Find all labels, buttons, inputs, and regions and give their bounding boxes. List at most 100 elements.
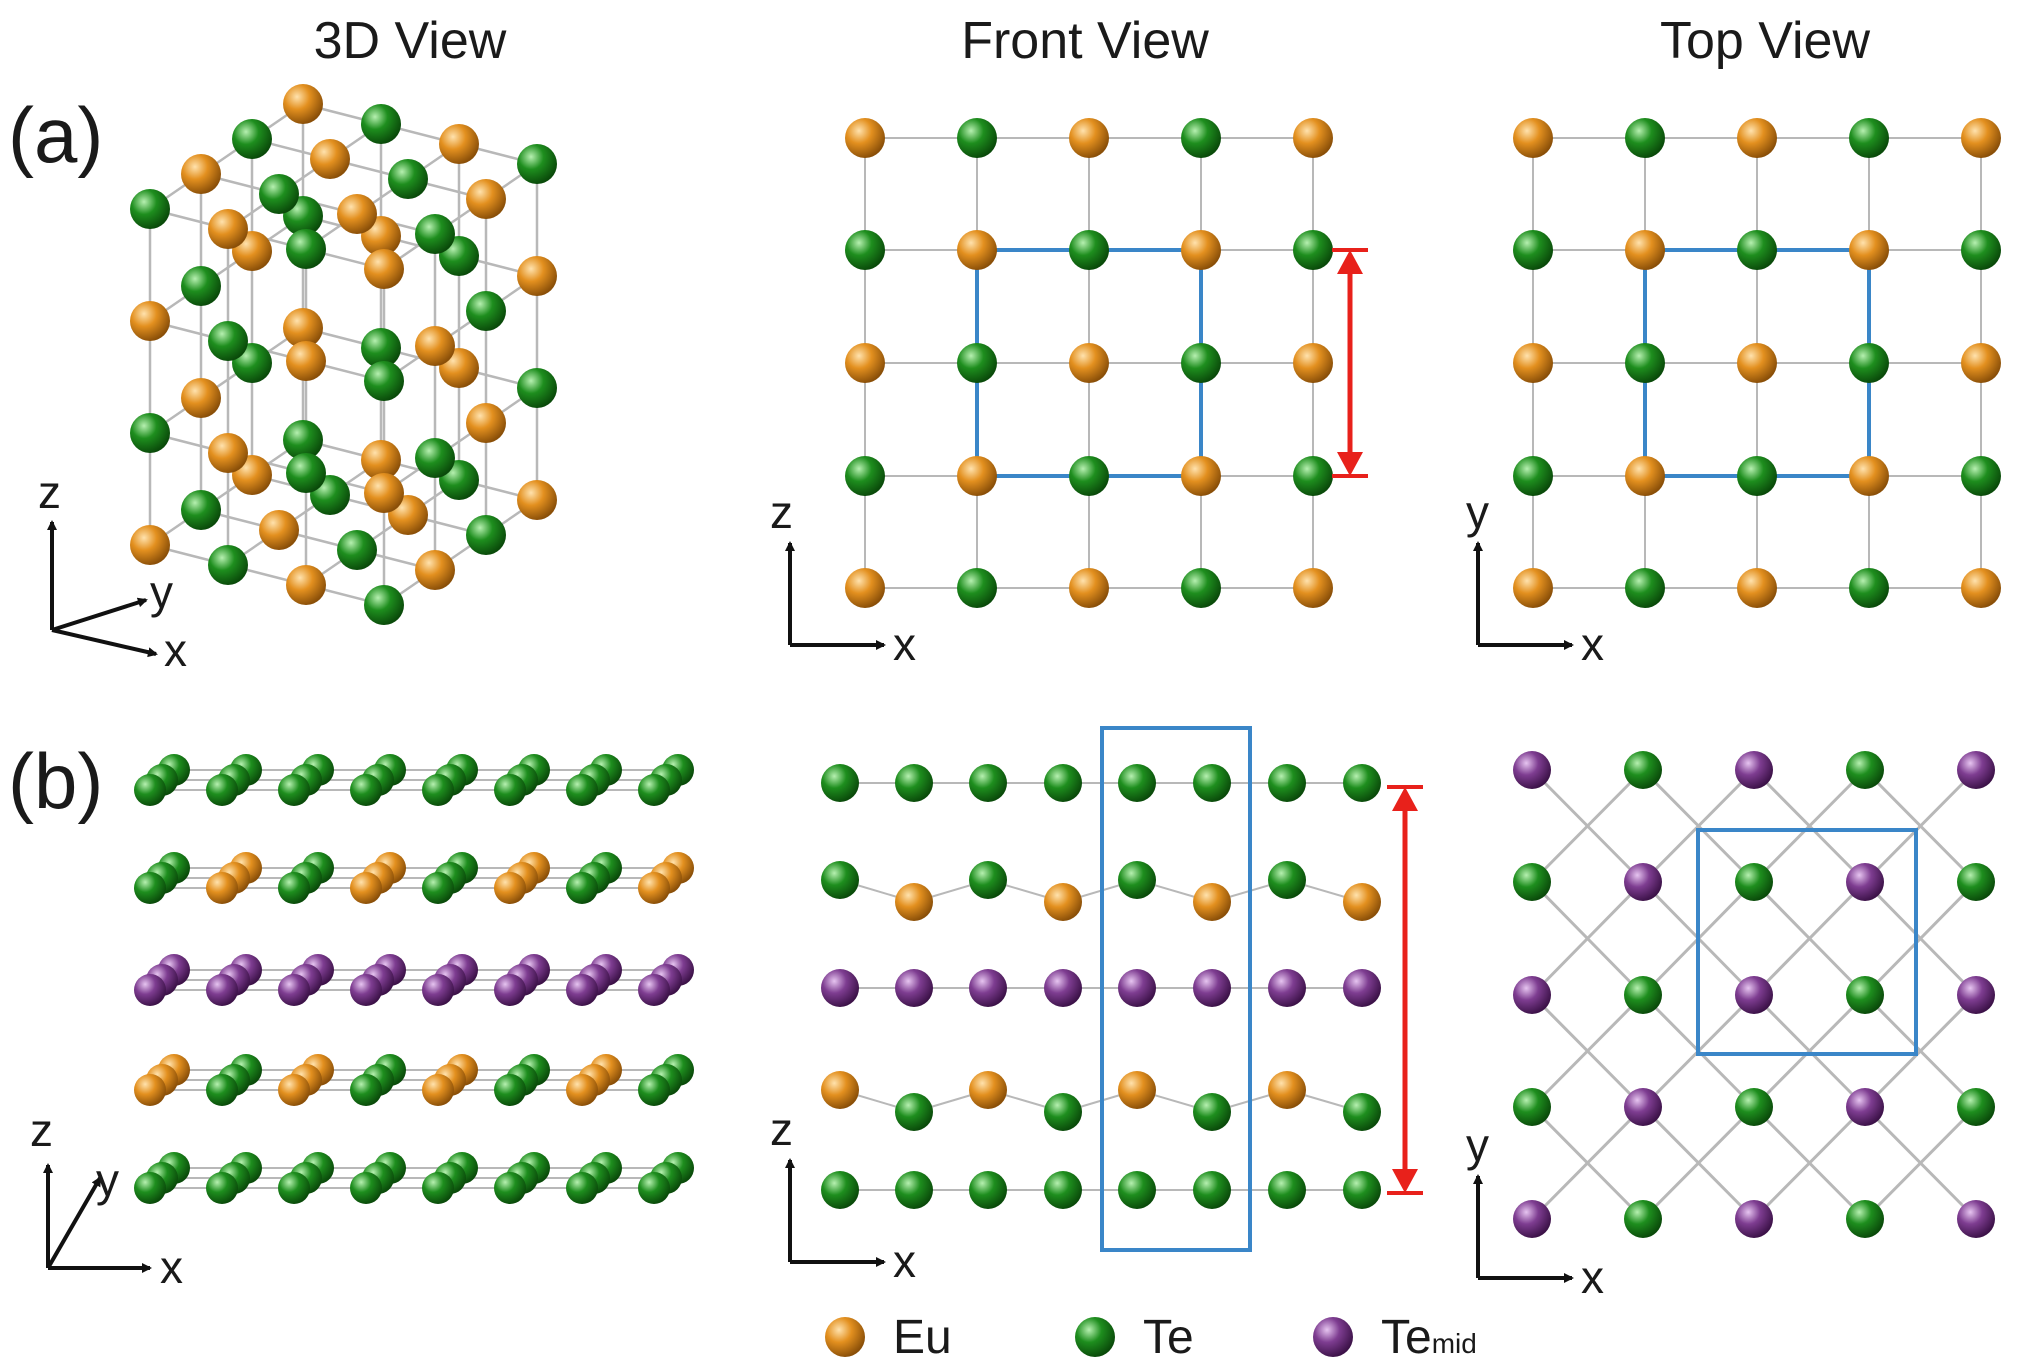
te-atom bbox=[134, 1172, 166, 1204]
te-atom bbox=[821, 1171, 859, 1209]
legend: Eu Te Temid bbox=[825, 1311, 1477, 1364]
eu-atom bbox=[895, 883, 933, 921]
te-atom bbox=[259, 174, 299, 214]
te-atom bbox=[278, 774, 310, 806]
temid-atom bbox=[1193, 969, 1231, 1007]
eu-atom bbox=[1513, 568, 1553, 608]
eu-atom bbox=[415, 326, 455, 366]
eu-atom bbox=[1118, 1071, 1156, 1109]
te-atom bbox=[1735, 1088, 1773, 1126]
temid-atom bbox=[1957, 1200, 1995, 1238]
eu-atom bbox=[208, 209, 248, 249]
eu-atom bbox=[466, 179, 506, 219]
te-atom bbox=[566, 774, 598, 806]
axis-label-z: z bbox=[770, 1103, 793, 1155]
te-atom bbox=[969, 764, 1007, 802]
te-atom bbox=[1343, 764, 1381, 802]
te-atom bbox=[415, 438, 455, 478]
eu-atom bbox=[259, 510, 299, 550]
legend-swatch-temid bbox=[1313, 1317, 1353, 1357]
panel-b-front-view bbox=[821, 726, 1423, 1252]
te-atom bbox=[1513, 863, 1551, 901]
te-atom bbox=[181, 266, 221, 306]
te-atom bbox=[208, 545, 248, 585]
te-atom bbox=[821, 861, 859, 899]
eu-atom bbox=[638, 872, 670, 904]
eu-atom bbox=[821, 1071, 859, 1109]
te-atom bbox=[283, 420, 323, 460]
te-atom bbox=[1957, 1088, 1995, 1126]
te-atom bbox=[1846, 751, 1884, 789]
te-atom bbox=[422, 774, 454, 806]
axis-label-x: x bbox=[893, 618, 916, 670]
te-atom bbox=[1513, 230, 1553, 270]
temid-atom bbox=[566, 974, 598, 1006]
te-atom bbox=[1193, 1093, 1231, 1131]
temid-atom bbox=[1957, 751, 1995, 789]
eu-atom bbox=[130, 301, 170, 341]
axes-b-front: z x bbox=[770, 1103, 916, 1287]
te-atom bbox=[1625, 118, 1665, 158]
bond bbox=[1752, 768, 1867, 884]
unit-cell-outline bbox=[1100, 726, 1252, 1252]
axes-a-top: y x bbox=[1466, 486, 1604, 670]
eu-atom bbox=[361, 440, 401, 480]
eu-atom bbox=[181, 378, 221, 418]
te-atom bbox=[821, 764, 859, 802]
te-atom bbox=[1849, 568, 1889, 608]
te-atom bbox=[286, 453, 326, 493]
te-atom bbox=[364, 585, 404, 625]
eu-atom bbox=[286, 341, 326, 381]
temid-atom bbox=[494, 974, 526, 1006]
eu-atom bbox=[1069, 343, 1109, 383]
te-atom bbox=[134, 872, 166, 904]
te-atom bbox=[1293, 230, 1333, 270]
eu-atom bbox=[1069, 568, 1109, 608]
panel-b-top-view bbox=[1513, 751, 1995, 1238]
te-atom bbox=[1193, 764, 1231, 802]
column-title-top-view: Top View bbox=[1660, 12, 1871, 70]
axis-label-x: x bbox=[160, 1241, 183, 1293]
eu-atom bbox=[845, 568, 885, 608]
te-atom bbox=[278, 1172, 310, 1204]
bond bbox=[1752, 880, 1867, 997]
te-atom bbox=[1735, 863, 1773, 901]
axes-b-top: y x bbox=[1466, 1119, 1604, 1303]
temid-atom bbox=[422, 974, 454, 1006]
eu-atom bbox=[969, 1071, 1007, 1109]
te-atom bbox=[1513, 1088, 1551, 1126]
temid-atom bbox=[1735, 751, 1773, 789]
bond bbox=[1752, 1105, 1867, 1221]
eu-atom bbox=[1293, 343, 1333, 383]
temid-atom bbox=[895, 969, 933, 1007]
axis-label-x: x bbox=[893, 1235, 916, 1287]
eu-atom bbox=[1625, 230, 1665, 270]
eu-atom bbox=[422, 1074, 454, 1106]
eu-atom bbox=[181, 154, 221, 194]
te-atom bbox=[494, 1172, 526, 1204]
te-atom bbox=[206, 774, 238, 806]
panel-a-3d-view bbox=[130, 84, 557, 625]
eu-atom bbox=[1961, 568, 2001, 608]
te-atom bbox=[337, 530, 377, 570]
te-atom bbox=[350, 774, 382, 806]
te-atom bbox=[845, 230, 885, 270]
eu-atom bbox=[1268, 1071, 1306, 1109]
eu-atom bbox=[1849, 456, 1889, 496]
panel-a-top-view bbox=[1513, 118, 2001, 608]
te-atom bbox=[361, 104, 401, 144]
te-atom bbox=[1961, 230, 2001, 270]
legend-swatch-eu bbox=[825, 1317, 865, 1357]
eu-atom bbox=[1193, 883, 1231, 921]
bond bbox=[1641, 768, 1756, 884]
arrow-head bbox=[1337, 250, 1363, 274]
bond bbox=[1530, 880, 1645, 997]
temid-atom bbox=[1624, 1088, 1662, 1126]
eu-atom bbox=[1181, 230, 1221, 270]
te-atom bbox=[638, 1172, 670, 1204]
te-atom bbox=[1181, 343, 1221, 383]
eu-atom bbox=[1961, 343, 2001, 383]
temid-atom bbox=[1513, 1200, 1551, 1238]
temid-atom bbox=[278, 974, 310, 1006]
eu-atom bbox=[517, 256, 557, 296]
